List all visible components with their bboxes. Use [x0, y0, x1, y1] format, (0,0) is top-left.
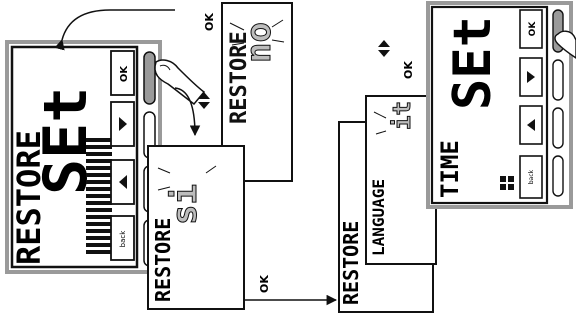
si-display: si: [165, 184, 205, 225]
back-button-label: back: [119, 230, 127, 248]
device-fifth: LANGUAGE it: [365, 95, 437, 265]
arrow-down-icon: [378, 50, 390, 57]
flow-arrow-top: [54, 9, 175, 51]
restore-label-2: RESTORE: [227, 31, 252, 124]
side-key-8[interactable]: [552, 155, 564, 197]
back-button-2-label: back: [528, 169, 535, 184]
device-sixth: TIME SEt OK back: [426, 1, 573, 209]
back-button[interactable]: [110, 215, 135, 261]
ok-button-2[interactable]: [519, 9, 543, 49]
it-display: it: [388, 101, 416, 130]
flash-rays-icon: [157, 165, 217, 191]
ok-label-top: OK: [203, 13, 216, 31]
flow-arrow-down: [174, 87, 201, 137]
arrow-left-icon: [119, 175, 127, 189]
bar-graph: [86, 138, 112, 254]
ok-button-label: OK: [119, 65, 130, 83]
time-label: TIME: [436, 140, 464, 198]
ok-button[interactable]: [110, 50, 135, 96]
device-fifth-screen: [365, 95, 437, 265]
finger-press-icon: [554, 30, 576, 59]
restore-label: RESTORE: [10, 130, 48, 265]
device-third: RESTORE si: [147, 145, 245, 310]
side-key-7[interactable]: [552, 107, 564, 149]
language-label: LANGUAGE: [369, 179, 388, 256]
arrow-down-icon: [198, 102, 210, 109]
finger-press-icon: [154, 59, 206, 106]
side-key-6[interactable]: [552, 59, 564, 101]
arrow-left-icon: [527, 119, 535, 131]
arrow-right-icon: [527, 71, 535, 83]
flash-rays-icon: [373, 111, 387, 135]
ok-button-2-label: OK: [528, 21, 538, 37]
time-set-display: SEt: [443, 16, 503, 110]
back-button-2[interactable]: [519, 155, 543, 199]
device-third-screen: [147, 145, 245, 310]
side-key-1[interactable]: [143, 51, 156, 105]
no-display: no: [239, 22, 279, 63]
flash-rays-icon: [229, 19, 285, 46]
arrow-up-icon: [198, 92, 210, 99]
restore-label-4: RESTORE: [339, 221, 363, 305]
ok-label-bottom: OK: [258, 275, 271, 293]
small-indicator: [500, 176, 514, 190]
arrow-right-icon: [119, 117, 127, 131]
device-main: RESTORE SEt OK back: [5, 40, 162, 274]
restore-label-3: RESTORE: [151, 218, 175, 302]
ok-label-right: OK: [402, 61, 415, 79]
arrow-up-icon: [378, 40, 390, 47]
